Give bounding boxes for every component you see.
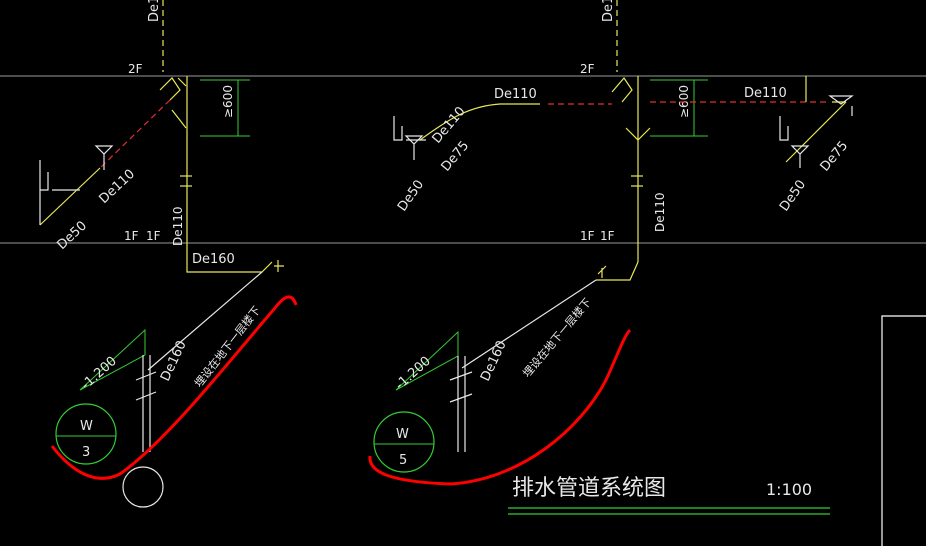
label-a-note: 埋设在地下一层楼下 <box>191 303 263 390</box>
label-b-1f-b: 1F <box>600 229 615 243</box>
outlet-b <box>596 261 639 281</box>
label-b-2f: 2F <box>580 62 595 76</box>
manhole-a <box>122 466 164 508</box>
stack-a-fitting <box>159 77 187 129</box>
trap-b-right <box>779 116 810 168</box>
label-a-outlet: De160 <box>192 252 235 267</box>
annotation-curve-b <box>368 328 632 486</box>
annotation-curve-a <box>50 295 298 480</box>
drawing-scale: 1:100 <box>766 480 812 499</box>
symbol-b-circle <box>373 411 435 473</box>
label-b-note: 埋设在地下一层楼下 <box>520 295 594 380</box>
symbol-a-circle <box>55 403 117 465</box>
label-a-riser-top: De1 <box>147 0 162 22</box>
label-a-dim: ≥600 <box>221 85 235 118</box>
drop-a <box>135 355 157 452</box>
elevation-b-mark <box>395 330 459 391</box>
label-a-1f-b: 1F <box>146 229 161 243</box>
label-a-1f-a: 1F <box>124 229 139 243</box>
drop-b <box>449 356 473 452</box>
system-b: De1 2F De110 De110 De75 De50 ≥600 De110 … <box>368 0 854 486</box>
label-b-elevation: -1.200 <box>393 354 434 393</box>
branch-a-hidden <box>99 99 171 169</box>
label-a-underground: De160 <box>158 339 190 384</box>
branch-b-left <box>419 103 540 141</box>
label-b-right-branch: De110 <box>744 86 787 101</box>
trap-a <box>39 160 80 225</box>
label-b-branch-top: De110 <box>494 87 537 102</box>
label-a-branch-lower: De110 <box>96 167 138 207</box>
label-b-stack: De110 <box>653 192 667 232</box>
label-b-left-low: De50 <box>395 177 427 214</box>
stack-b-fitting <box>611 77 651 141</box>
floor-drain-b-right <box>828 95 854 116</box>
symbol-a-bottom: 3 <box>82 445 90 460</box>
floor-drain-a <box>94 145 114 170</box>
label-b-left-mid: De75 <box>439 138 473 174</box>
label-b-1f-a: 1F <box>580 229 595 243</box>
branch-a <box>39 167 101 226</box>
outlet-a <box>186 260 284 273</box>
floor-drain-b-left <box>404 135 424 160</box>
label-b-right-low: De50 <box>777 177 809 214</box>
label-a-stack: De110 <box>171 206 185 246</box>
symbol-b-bottom: 5 <box>399 453 407 468</box>
underground-b <box>461 279 597 369</box>
underground-a <box>147 271 263 371</box>
label-b-riser-top: De1 <box>601 0 616 22</box>
label-a-elevation: -1.200 <box>79 354 120 393</box>
symbol-b-top: W <box>396 427 409 442</box>
sheet-frame <box>881 315 926 546</box>
drawing-title: 排水管道系统图 <box>512 476 666 501</box>
label-b-underground: De160 <box>478 339 510 384</box>
label-b-right-mid: De75 <box>818 138 852 174</box>
elevation-a-mark <box>79 328 146 391</box>
label-a-branch-left: De50 <box>54 218 90 253</box>
label-a-2f: 2F <box>128 62 143 76</box>
symbol-a-top: W <box>80 419 93 434</box>
